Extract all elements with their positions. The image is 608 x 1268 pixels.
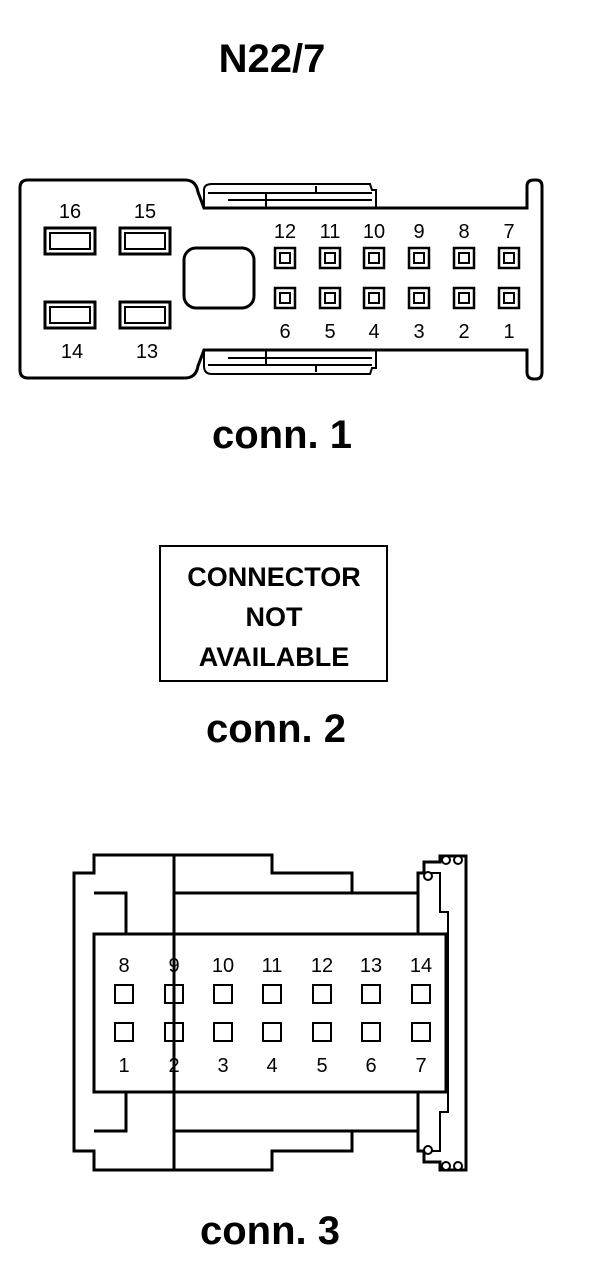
pin-label: 15: [134, 201, 156, 223]
pin-label: 11: [320, 221, 341, 243]
pin-label: 6: [365, 1055, 376, 1077]
pin-label: 10: [212, 955, 234, 977]
pin-socket: [273, 286, 297, 310]
small-pins: 12 6 11 5 10 4 9 3 8 2 7 1: [273, 221, 521, 343]
pin-label: 9: [168, 955, 179, 977]
pin-socket: [213, 984, 233, 1004]
pin-label: 14: [410, 955, 432, 977]
pin-socket: [312, 1022, 332, 1042]
pin-field: 8 1 9 2 10 3 11 4 12 5 13 6 14 7: [114, 955, 432, 1077]
pin-label: 2: [168, 1055, 179, 1077]
pin-socket: [407, 286, 431, 310]
pin-label: 4: [266, 1055, 277, 1077]
pin-socket: [361, 1022, 381, 1042]
pin-socket: [114, 984, 134, 1004]
pin-socket: [262, 984, 282, 1004]
placeholder-line-3: AVAILABLE: [199, 642, 350, 672]
pin-label: 16: [59, 201, 81, 223]
pin-label: 2: [458, 321, 469, 343]
pin-socket: [164, 984, 184, 1004]
pin-socket: [452, 246, 476, 270]
pin-socket: [273, 246, 297, 270]
connector-1-caption: conn. 1: [212, 413, 352, 457]
pin-label: 1: [118, 1055, 129, 1077]
pin-socket: [361, 984, 381, 1004]
pin-socket: [213, 1022, 233, 1042]
pin-label: 12: [311, 955, 333, 977]
pin-socket: [411, 1022, 431, 1042]
connector-3: 8 1 9 2 10 3 11 4 12 5 13 6 14 7: [72, 853, 468, 1172]
pin-socket: [452, 286, 476, 310]
pin-socket: [318, 286, 342, 310]
connector-2-caption: conn. 2: [206, 707, 346, 751]
pin-socket: [497, 246, 521, 270]
large-pins: [43, 226, 172, 330]
connector-1: 16 15 14 13 12 6 11 5 10 4 9 3 8 2 7 1: [18, 178, 544, 381]
pin-socket: [411, 984, 431, 1004]
pin-socket: [114, 1022, 134, 1042]
pin-label: 13: [360, 955, 382, 977]
pin-label: 4: [368, 321, 379, 343]
pin-label: 14: [61, 341, 83, 363]
pin-label: 10: [363, 221, 385, 243]
placeholder-line-1: CONNECTOR: [187, 562, 361, 592]
pin-socket: [164, 1022, 184, 1042]
pin-label: 8: [118, 955, 129, 977]
placeholder-line-2: NOT: [246, 602, 304, 632]
pin-label: 13: [136, 341, 158, 363]
pin-label: 8: [458, 221, 469, 243]
pin-socket: [262, 1022, 282, 1042]
connector-2-placeholder: CONNECTOR NOT AVAILABLE: [159, 545, 388, 682]
pin-label: 11: [262, 955, 283, 977]
pin-socket: [318, 246, 342, 270]
pin-label: 7: [503, 221, 514, 243]
pin-label: 12: [274, 221, 296, 243]
pin-label: 5: [316, 1055, 327, 1077]
pin-label: 1: [503, 321, 514, 343]
pin-socket: [312, 984, 332, 1004]
pin-socket: [497, 286, 521, 310]
connector-3-caption: conn. 3: [200, 1209, 340, 1253]
pin-label: 5: [324, 321, 335, 343]
pin-socket: [362, 286, 386, 310]
pin-label: 3: [217, 1055, 228, 1077]
pin-label: 3: [413, 321, 424, 343]
pin-label: 9: [413, 221, 424, 243]
pin-socket: [362, 246, 386, 270]
pin-label: 7: [415, 1055, 426, 1077]
page-title: N22/7: [219, 37, 326, 81]
pin-label: 6: [279, 321, 290, 343]
pin-socket: [407, 246, 431, 270]
